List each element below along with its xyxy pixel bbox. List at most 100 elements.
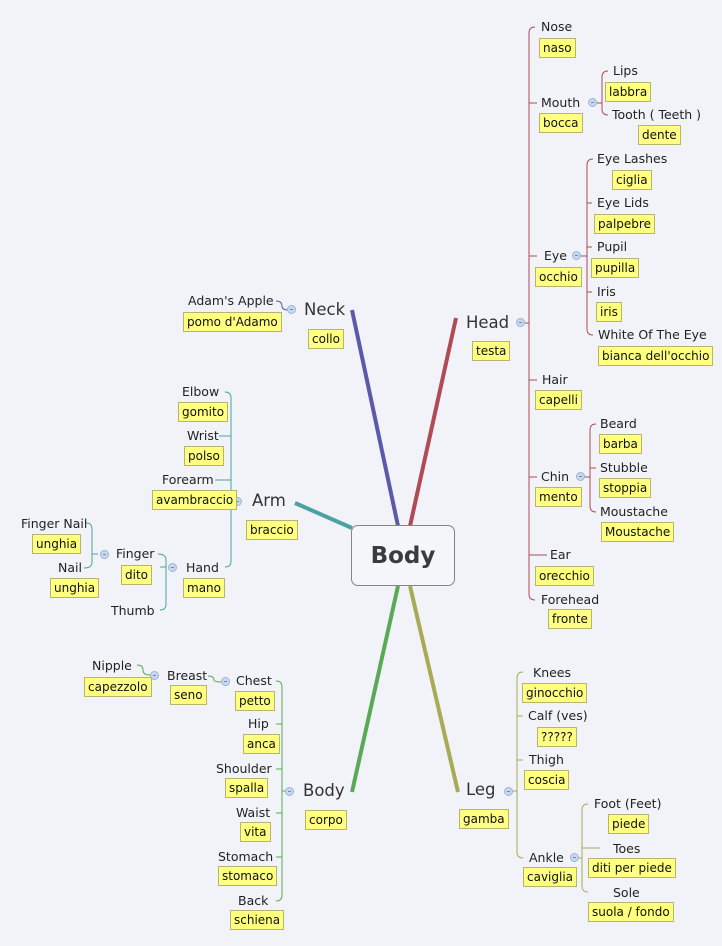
topic-forehead[interactable]: Forehead [541,592,600,607]
topic-waist[interactable]: Waist [236,805,271,820]
note-beard: barba [599,434,642,454]
topic-calf[interactable]: Calf (ves) [528,708,588,723]
note-ankle: caviglia [523,867,578,887]
collapse-icon[interactable] [504,787,513,796]
note-leg: gamba [459,809,509,829]
topic-shoulder[interactable]: Shoulder [216,761,272,776]
note-eye-lids: palpebre [594,214,655,234]
topic-wrist[interactable]: Wrist [187,428,219,443]
topic-arm[interactable]: Arm [252,491,286,510]
central-topic[interactable]: Body [351,525,455,586]
topic-foot[interactable]: Foot (Feet) [594,796,662,811]
note-nose: naso [539,38,576,58]
topic-thumb[interactable]: Thumb [111,603,155,618]
note-white-of-the-eye: bianca dell'occhio [598,346,714,366]
note-eye-lashes: ciglia [612,170,652,190]
note-tooth: dente [638,125,681,145]
topic-leg[interactable]: Leg [466,780,496,799]
note-hair: capelli [535,390,582,410]
note-pupil: pupilla [591,258,640,278]
topic-head[interactable]: Head [466,313,510,332]
topic-moustache[interactable]: Moustache [600,504,668,519]
note-chin: mento [535,487,582,507]
topic-breast[interactable]: Breast [167,668,208,683]
note-ear: orecchio [535,566,594,586]
topic-sole[interactable]: Sole [613,885,640,900]
topic-forearm[interactable]: Forearm [162,472,214,487]
note-nipple: capezzolo [84,677,152,697]
topic-eye-lids[interactable]: Eye Lids [597,195,649,210]
topic-eye[interactable]: Eye [544,248,567,263]
collapse-icon[interactable] [285,787,294,796]
note-finger-nail: unghia [32,534,82,554]
collapse-icon[interactable] [576,472,585,481]
note-finger: dito [121,565,152,585]
topic-knees[interactable]: Knees [533,665,572,680]
note-breast: seno [170,685,207,705]
topic-body[interactable]: Body [303,781,345,800]
topic-stubble[interactable]: Stubble [600,460,648,475]
note-lips: labbra [605,82,652,102]
collapse-icon[interactable] [516,318,525,327]
note-arm: braccio [246,520,298,540]
topic-white-of-the-eye[interactable]: White Of The Eye [598,327,707,342]
topic-chest[interactable]: Chest [236,673,272,688]
topic-elbow[interactable]: Elbow [182,384,220,399]
note-back: schiena [230,910,285,930]
note-nail: unghia [50,578,100,598]
note-forearm: avambraccio [152,490,238,510]
collapse-icon[interactable] [570,853,579,862]
topic-nail[interactable]: Nail [58,560,82,575]
topic-eye-lashes[interactable]: Eye Lashes [597,151,668,166]
collapse-icon[interactable] [588,98,597,107]
collapse-icon[interactable] [287,305,296,314]
topic-nipple[interactable]: Nipple [92,658,132,673]
topic-lips[interactable]: Lips [613,63,638,78]
topic-pupil[interactable]: Pupil [597,239,628,254]
note-stubble: stoppia [599,478,652,498]
collapse-icon[interactable] [150,671,159,680]
note-wrist: polso [184,446,224,466]
topic-ankle[interactable]: Ankle [529,850,564,865]
topic-hand[interactable]: Hand [186,560,219,575]
topic-finger-nail[interactable]: Finger Nail [21,516,88,531]
note-head: testa [472,341,511,361]
topic-nose[interactable]: Nose [541,19,573,34]
collapse-icon[interactable] [221,677,230,686]
note-toes: diti per piede [588,858,676,878]
topic-tooth[interactable]: Tooth ( Teeth ) [612,107,702,122]
note-eye: occhio [535,267,582,287]
topic-adams-apple[interactable]: Adam's Apple [188,293,274,308]
topic-stomach[interactable]: Stomach [218,849,274,864]
note-forehead: fronte [548,609,592,629]
topic-mouth[interactable]: Mouth [541,95,581,110]
note-neck: collo [308,329,344,349]
note-elbow: gomito [178,402,229,422]
note-calf: ????? [537,727,577,747]
topic-beard[interactable]: Beard [600,416,637,431]
note-body: corpo [305,810,347,830]
note-mouth: bocca [539,113,583,133]
topic-hip[interactable]: Hip [248,716,269,731]
topic-ear[interactable]: Ear [550,547,571,562]
note-thigh: coscia [524,770,570,790]
topic-thigh[interactable]: Thigh [529,752,564,767]
topic-hair[interactable]: Hair [542,372,568,387]
topic-iris[interactable]: Iris [597,284,616,299]
note-hip: anca [243,734,280,754]
note-hand: mano [183,578,225,598]
note-chest: petto [235,691,275,711]
collapse-icon[interactable] [168,563,177,572]
note-sole: suola / fondo [588,902,674,922]
collapse-icon[interactable] [572,251,581,260]
note-waist: vita [240,822,271,842]
topic-finger[interactable]: Finger [116,546,155,561]
note-shoulder: spalla [225,778,269,798]
collapse-icon[interactable] [100,550,109,559]
topic-back[interactable]: Back [238,893,269,908]
topic-chin[interactable]: Chin [541,469,570,484]
note-adams-apple: pomo d'Adamo [183,312,282,332]
topic-neck[interactable]: Neck [304,300,346,319]
topic-toes[interactable]: Toes [613,841,641,856]
